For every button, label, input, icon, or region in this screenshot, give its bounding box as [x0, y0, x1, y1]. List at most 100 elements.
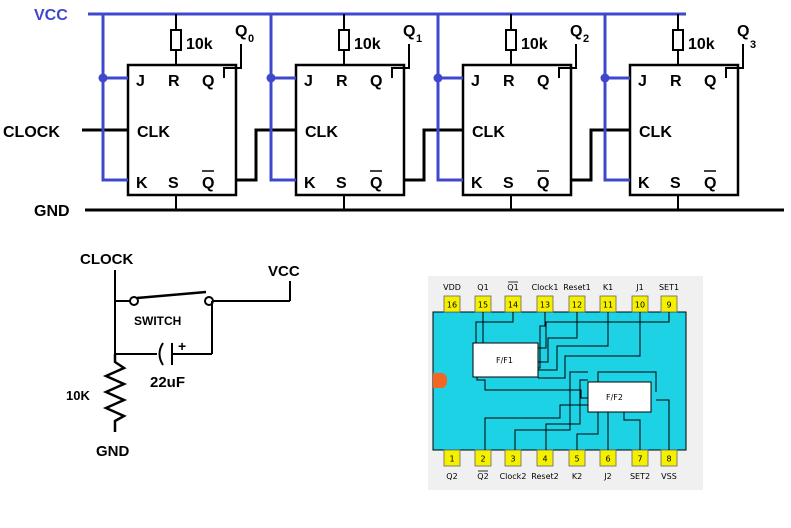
debounce-clock-label: CLOCK	[80, 251, 133, 268]
pin-number: 7	[637, 455, 642, 464]
pin-s-label: S	[503, 175, 514, 192]
pin-label: SET2	[630, 472, 650, 481]
pin-clk-label: CLK	[639, 124, 672, 141]
pin-pad	[443, 295, 461, 313]
clock-label: CLOCK	[3, 124, 60, 141]
pin-number: 14	[508, 301, 518, 310]
pin-number: 2	[480, 455, 485, 464]
pin-pad	[536, 449, 554, 467]
q-output-subscript: 3	[750, 39, 756, 51]
pin-k-label: K	[136, 175, 148, 192]
pin-label: VSS	[661, 472, 677, 481]
vcc-label: VCC	[34, 7, 68, 24]
resistor-label: 10k	[521, 36, 548, 53]
pullup-resistor	[672, 29, 684, 51]
pin-qbar-label: Q	[537, 175, 549, 192]
debounce-gnd-label: GND	[96, 443, 130, 460]
pin-q-label: Q	[202, 73, 214, 90]
jk-tie-wire	[269, 76, 296, 182]
pin-s-label: S	[336, 175, 347, 192]
pin-qbar-label: Q	[704, 175, 716, 192]
pin-clk-label: CLK	[137, 124, 170, 141]
pin-s-label: S	[670, 175, 681, 192]
gnd-label: GND	[34, 203, 70, 220]
pin-label: Q2	[477, 472, 488, 481]
pin-label: J2	[603, 472, 611, 481]
pin-r-label: R	[168, 73, 180, 90]
pin-s-label: S	[168, 175, 179, 192]
capacitor-curved-plate	[158, 342, 164, 366]
jk-flip-flop	[461, 63, 573, 197]
pin-label: J1	[635, 283, 643, 292]
pin-number: 15	[478, 301, 488, 310]
pin-label: Clock1	[532, 283, 559, 292]
pullup-resistor	[338, 29, 350, 51]
q-output-wire	[223, 44, 242, 78]
pin-label: Q1	[507, 283, 518, 292]
switch-lever	[136, 290, 207, 300]
debounce-vcc-label: VCC	[268, 263, 300, 280]
pin-q-label: Q	[704, 73, 716, 90]
resistor-label: 10k	[186, 36, 213, 53]
switch-contact-left	[129, 296, 139, 306]
debounce-circuit: CLOCK VCC SWITCH + 22uF 10K GND	[66, 251, 300, 460]
cap-polarity: +	[178, 338, 186, 354]
pin-qbar-label: Q	[202, 175, 214, 192]
q-output-wire	[725, 44, 744, 78]
ic-pins: 16VDD15Q114Q113Clock112Reset111K110J19SE…	[443, 281, 679, 481]
pin-number: 6	[605, 455, 610, 464]
pin-number: 10	[635, 301, 645, 310]
pin-pad	[504, 449, 522, 467]
ic-pin-2: 2Q2	[474, 449, 492, 481]
pin-number: 3	[510, 455, 515, 464]
resistor-label: 10k	[688, 36, 715, 53]
pin-j-label: J	[304, 73, 313, 90]
switch-label: SWITCH	[134, 314, 181, 328]
pin-clk-label: CLK	[472, 124, 505, 141]
pin-k-label: K	[638, 175, 650, 192]
q-output-wire	[558, 44, 577, 78]
q-output-subscript: 0	[248, 33, 254, 45]
pin-pad	[474, 449, 492, 467]
pin-number: 11	[603, 301, 613, 310]
pin-pad	[443, 449, 461, 467]
jk-tie-wire	[101, 76, 128, 182]
pin-number: 1	[449, 455, 454, 464]
q-output-label: Q	[737, 23, 749, 40]
ic-notch	[433, 373, 447, 388]
resistor-value: 10K	[66, 388, 90, 403]
cap-value: 22uF	[150, 374, 185, 391]
jk-flip-flop	[294, 63, 406, 197]
jk-tie-wire	[436, 76, 463, 182]
pin-label: Reset2	[531, 472, 558, 481]
pin-j-label: J	[638, 73, 647, 90]
pin-r-label: R	[336, 73, 348, 90]
pin-q-label: Q	[370, 73, 382, 90]
junction-dot	[433, 73, 443, 83]
pulldown-resistor	[102, 354, 128, 432]
q-output-label: Q	[403, 23, 415, 40]
qbar-to-clk-wire	[236, 128, 296, 182]
pin-qbar-label: Q	[370, 175, 382, 192]
ic-pin-1: 1Q2	[443, 449, 461, 481]
pin-label: SET1	[659, 283, 679, 292]
pin-j-label: J	[471, 73, 480, 90]
junction-dot	[266, 73, 276, 83]
q-output-subscript: 2	[583, 33, 589, 45]
pin-number: 12	[572, 301, 582, 310]
pullup-resistor	[170, 29, 182, 51]
q-output-label: Q	[235, 23, 247, 40]
q-output-label: Q	[570, 23, 582, 40]
